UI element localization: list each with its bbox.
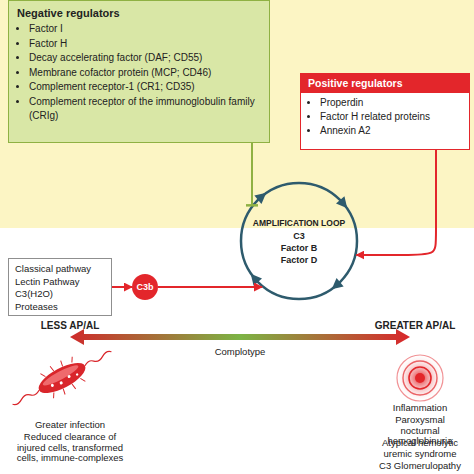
item-list: Factor IFactor HDecay accelerating facto… <box>17 22 261 124</box>
outcome-text: C3 Glomerulopathy <box>360 461 474 472</box>
scale-label: GREATER AP/AL <box>360 321 470 332</box>
box-text: C3(H2O) <box>15 288 105 301</box>
box-text: Proteases <box>15 301 105 314</box>
loop-outline <box>238 180 360 302</box>
molecule-circle: C3b <box>132 274 158 300</box>
scale-label: LESS AP/AL <box>20 321 120 332</box>
list-item: Complement receptor of the immunoglobuli… <box>29 95 261 124</box>
inhibition-line <box>251 143 253 205</box>
item-list: ProperdinFactor H related proteinsAnnexi… <box>301 96 469 138</box>
outcome-text: Reduced clearance of injured cells, tran… <box>12 432 128 464</box>
list-item: Factor H related proteins <box>320 110 469 124</box>
bacterium-illustration <box>5 338 119 419</box>
loop-text: AMPLIFICATION LOOPC3Factor BFactor D <box>253 217 345 266</box>
activation-arrow <box>158 286 262 288</box>
scale-label: Complotype <box>190 347 290 358</box>
loop-title: AMPLIFICATION LOOP <box>253 217 345 229</box>
outcome-text: Greater infection <box>10 420 130 431</box>
list-item: Factor I <box>29 22 261 37</box>
component-name: Factor D <box>253 254 345 266</box>
component-name: C3 <box>253 230 345 242</box>
regulator-box: Positive regulatorsProperdinFactor H rel… <box>300 73 470 150</box>
activation-arrow <box>112 286 132 288</box>
box-heading: Positive regulators <box>301 74 469 93</box>
activation-arrow <box>356 150 436 255</box>
list-item: Complement receptor-1 (CR1; CD35) <box>29 80 261 95</box>
list-item: Properdin <box>320 96 469 110</box>
gradient-double-arrow <box>70 329 410 345</box>
list-item: Membrane cofactor protein (MCP; CD46) <box>29 66 261 81</box>
box-heading: Negative regulators <box>17 6 261 21</box>
pathway-box: Classical pathwayLectin PathwayC3(H2O)Pr… <box>8 258 112 316</box>
background-band <box>0 0 474 228</box>
component-name: Factor B <box>253 242 345 254</box>
outcome-text: Inflammation <box>360 403 474 414</box>
list-item: Decay accelerating factor (DAF; CD55) <box>29 51 261 66</box>
list-item: Annexin A2 <box>320 124 469 138</box>
regulator-box: Negative regulatorsFactor IFactor HDecay… <box>8 0 270 143</box>
box-text: C3b <box>136 282 153 292</box>
outcome-text: Atypical hemolytic uremic syndrome <box>375 438 465 459</box>
box-text: Lectin Pathway <box>15 276 105 289</box>
inflammation-symbol <box>396 354 444 402</box>
list-item: Factor H <box>29 37 261 52</box>
loop-circle: AMPLIFICATION LOOPC3Factor BFactor D <box>238 180 360 302</box>
box-text: Classical pathway <box>15 263 105 276</box>
